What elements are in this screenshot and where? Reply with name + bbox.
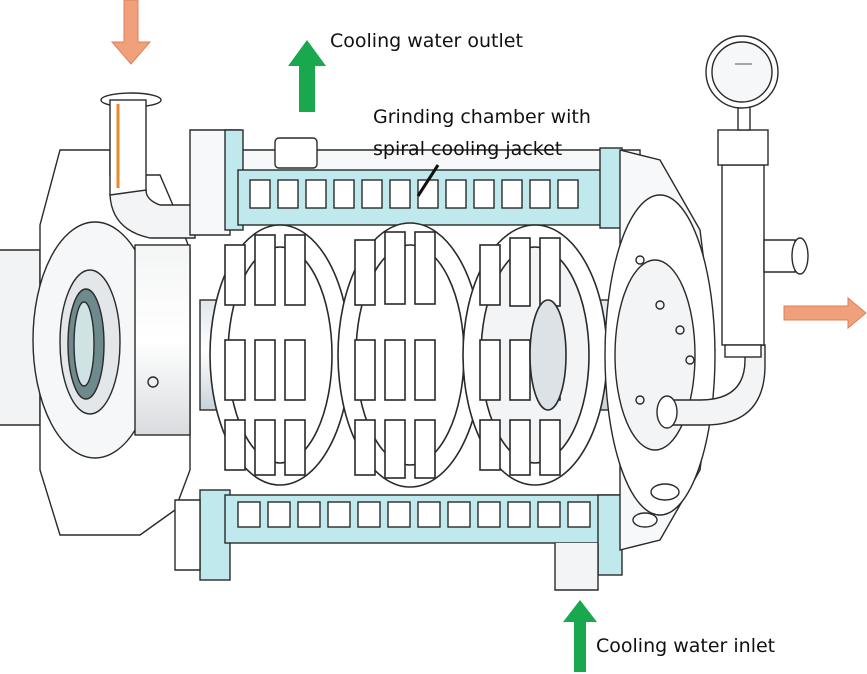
cooling-inlet-arrow-icon bbox=[563, 600, 597, 672]
cooling-outlet-arrow-icon bbox=[288, 40, 326, 112]
callout-leader-line bbox=[416, 164, 440, 197]
left-end-cover bbox=[32, 149, 191, 536]
feed-flow-arrow-icon bbox=[110, 0, 152, 65]
feed-inlet-pipe bbox=[100, 92, 196, 239]
right-end-disc bbox=[604, 149, 716, 551]
cooling-water-inlet-label: Cooling water inlet bbox=[596, 635, 776, 657]
pressure-gauge-icon bbox=[705, 35, 779, 131]
cooling-water-outlet-label: Cooling water outlet bbox=[330, 30, 523, 52]
grinding-chamber-label-line2: spiral cooling jacket bbox=[373, 138, 563, 160]
rotor-cage-3 bbox=[462, 224, 608, 486]
cooling-jacket-bottom bbox=[174, 489, 626, 591]
rotor-cage-1 bbox=[209, 224, 351, 486]
product-outlet-pipe bbox=[656, 129, 809, 429]
discharge-flow-arrow-icon bbox=[783, 296, 867, 330]
rotor-cage-2 bbox=[337, 222, 483, 488]
grinding-chamber-label-line1: Grinding chamber with bbox=[373, 106, 591, 128]
